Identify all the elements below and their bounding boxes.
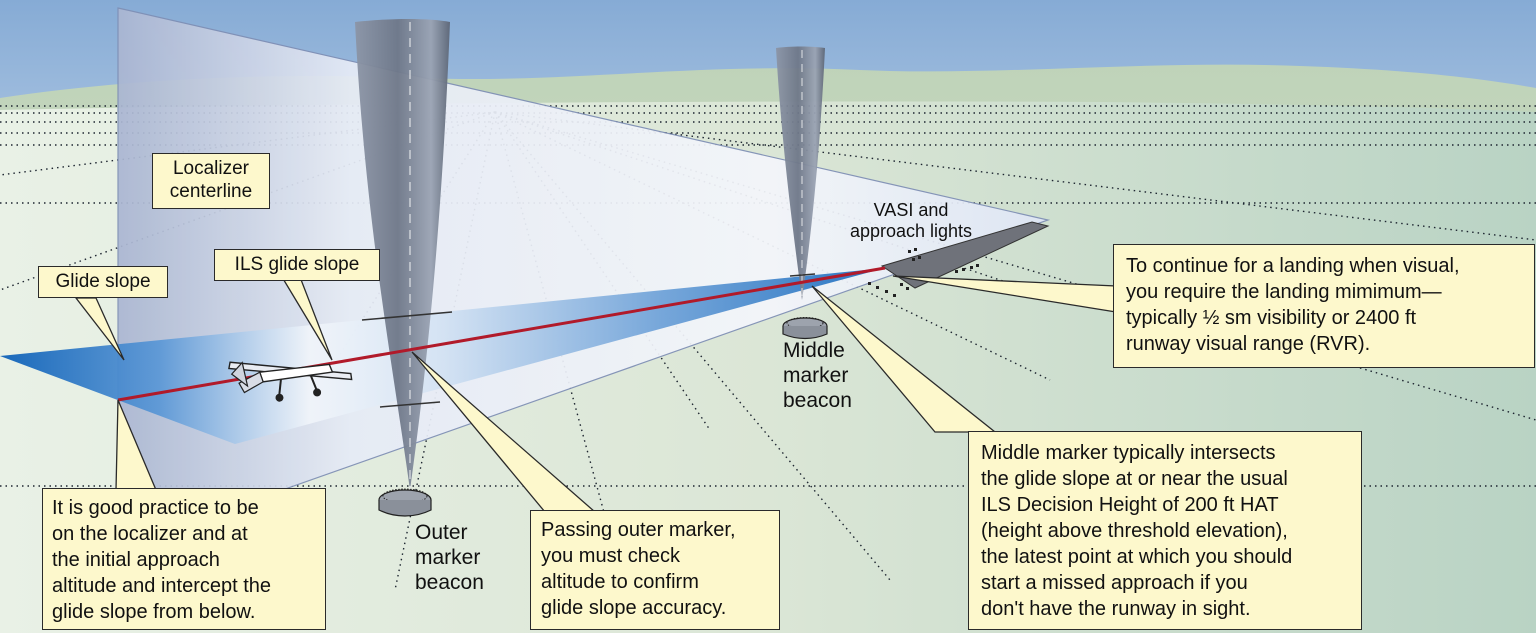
glide-slope-label: Glide slope [38, 266, 168, 298]
glide-slope-wedge [0, 268, 885, 444]
vasi-approach-lights-label: VASI and approach lights [849, 200, 973, 241]
runway [880, 221, 1050, 289]
good-practice-callout: It is good practice to be on the localiz… [42, 488, 326, 630]
outer-marker-cone [355, 19, 450, 490]
middle-marker-note-callout: Middle marker typically intersects the g… [968, 431, 1362, 630]
callout-leaders [74, 275, 1117, 513]
airplane-icon [228, 361, 353, 402]
beacon-antenna-icon [782, 317, 828, 340]
ils-glide-slope-label: ILS glide slope [214, 249, 380, 281]
middle-marker-beacon-label: Middle marker beacon [783, 339, 852, 412]
landing-minimum-callout: To continue for a landing when visual, y… [1113, 244, 1535, 368]
localizer-centerline-label: Localizer centerline [152, 153, 270, 209]
approach-lights [868, 248, 979, 297]
middle-marker-cone [776, 46, 825, 300]
outer-marker-beacon-label: Outer marker beacon [415, 521, 484, 594]
beacon-antenna-icon [378, 488, 432, 517]
passing-outer-marker-callout: Passing outer marker, you must check alt… [530, 510, 780, 630]
